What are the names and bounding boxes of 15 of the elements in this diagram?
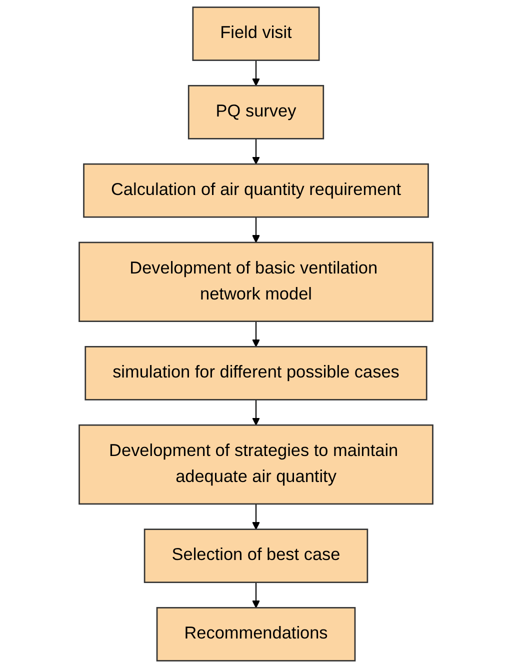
arrow (252, 504, 260, 530)
arrow (252, 582, 260, 608)
arrow (252, 400, 260, 426)
node-box: Recommendations (156, 607, 356, 662)
node-box: Development of basic ventilation network model (78, 242, 434, 322)
node-box: PQ survey (188, 84, 324, 140)
arrow (252, 217, 260, 243)
arrow (252, 138, 260, 164)
arrow (252, 60, 260, 86)
node-box: Selection of best case (144, 528, 368, 584)
arrow (252, 321, 260, 348)
node-box: Field visit (192, 6, 320, 61)
node-box: Calculation of air quantity requirement (83, 163, 429, 218)
node-box: Development of strategies to maintain adequate air quantity (78, 424, 434, 505)
node-box: simulation for different possible cases (84, 346, 428, 400)
